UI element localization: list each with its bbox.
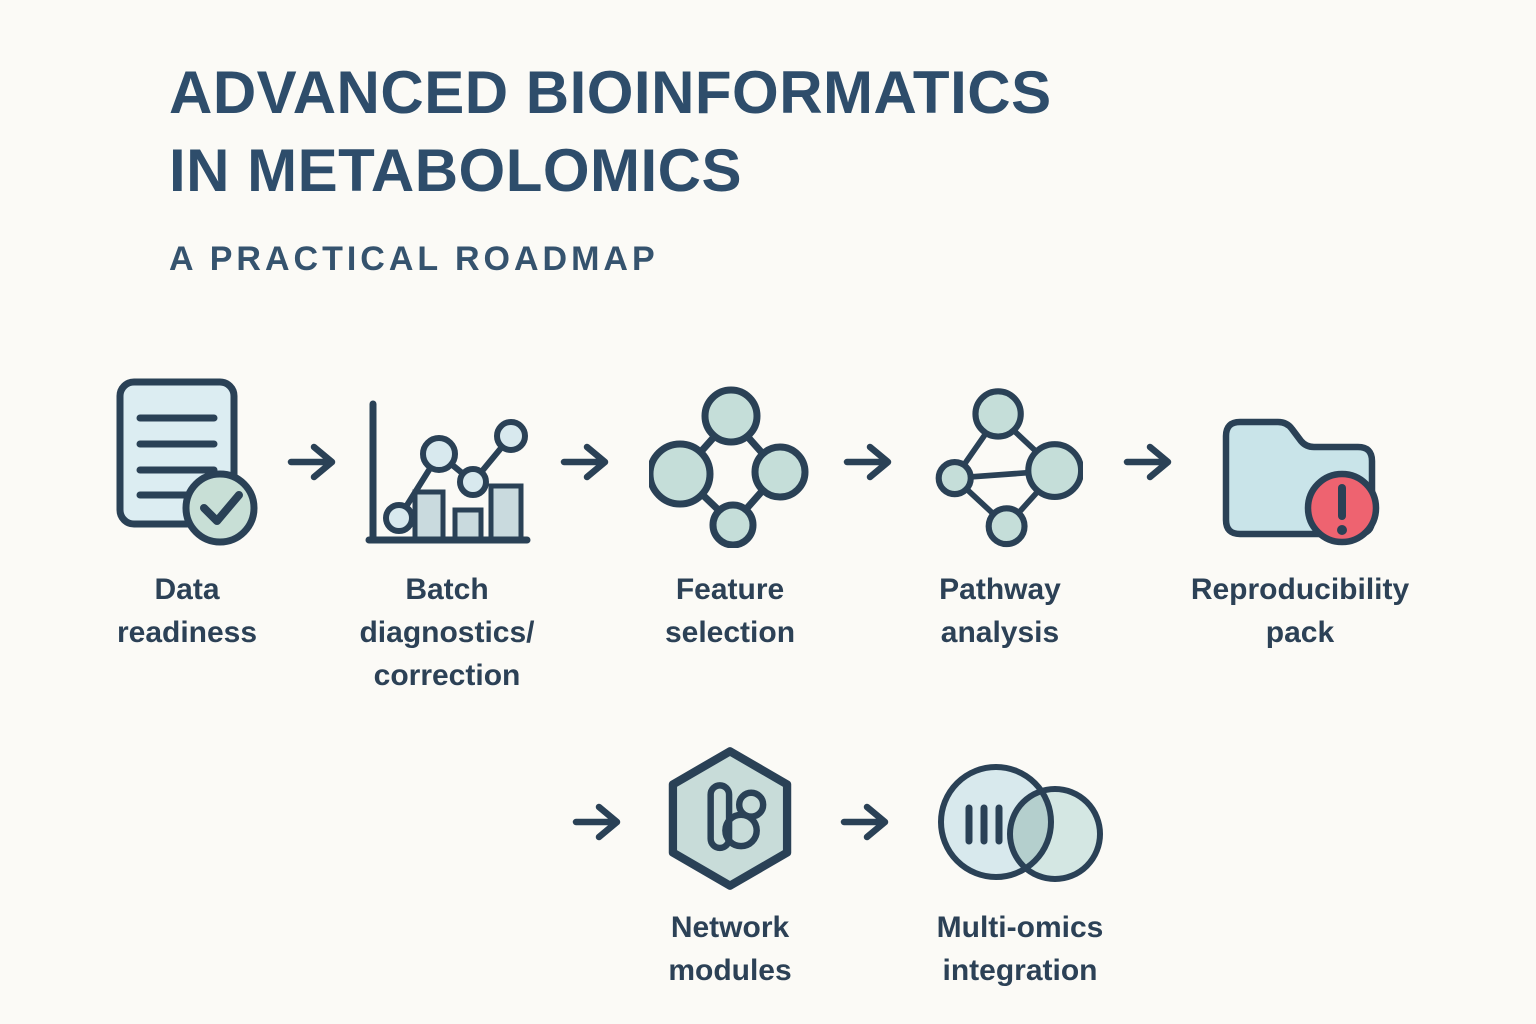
step-multi-omics-integration: Multi-omics integration [895,742,1145,992]
flow-arrow-icon [1123,443,1172,481]
icon-slot [620,372,840,548]
page-title: ADVANCED BIOINFORMATICS IN METABOLOMICS [169,54,1052,210]
folder-alert-icon [1222,418,1380,546]
flow-arrow-icon [572,803,621,841]
step-network-modules: Network modules [620,742,840,992]
icon-slot [72,372,302,548]
page-title-line1: ADVANCED BIOINFORMATICS [169,59,1052,126]
batch-chart-icon [365,400,531,544]
icon-slot [620,742,840,894]
step-label: Pathway analysis [939,573,1061,649]
flow-arrow-icon [560,443,609,481]
step-label: Network modules [668,911,792,987]
icon-slot [890,372,1110,548]
page-subtitle: A PRACTICAL ROADMAP [169,240,659,278]
step-reproducibility-pack: Reproducibility pack [1165,372,1435,654]
step-pathway-analysis: Pathway analysis [890,372,1110,654]
hexagon-modules-icon [668,747,792,890]
document-check-icon [116,378,258,546]
step-label: Reproducibility pack [1190,573,1410,649]
step-data-readiness: Data readiness [72,372,302,654]
flow-arrow-icon [287,443,336,481]
flow-arrow-icon [840,803,889,841]
page-title-line2: IN METABOLOMICS [169,137,743,204]
step-label: Feature selection [664,573,796,649]
step-label: Batch diagnostics/ correction [359,573,535,692]
venn-overlap-icon [938,764,1103,882]
pathway-network-icon [935,388,1083,548]
step-label: Multi-omics integration [936,911,1104,987]
step-batch-diagnostics: Batch diagnostics/ correction [337,372,557,697]
flow-arrow-icon [843,443,892,481]
feature-network-icon [649,386,809,548]
header: ADVANCED BIOINFORMATICS IN METABOLOMICS A… [169,54,1052,279]
icon-slot [1165,372,1435,548]
icon-slot [895,742,1145,894]
icon-slot [337,372,557,548]
step-label: Data readiness [116,573,258,649]
step-feature-selection: Feature selection [620,372,840,654]
